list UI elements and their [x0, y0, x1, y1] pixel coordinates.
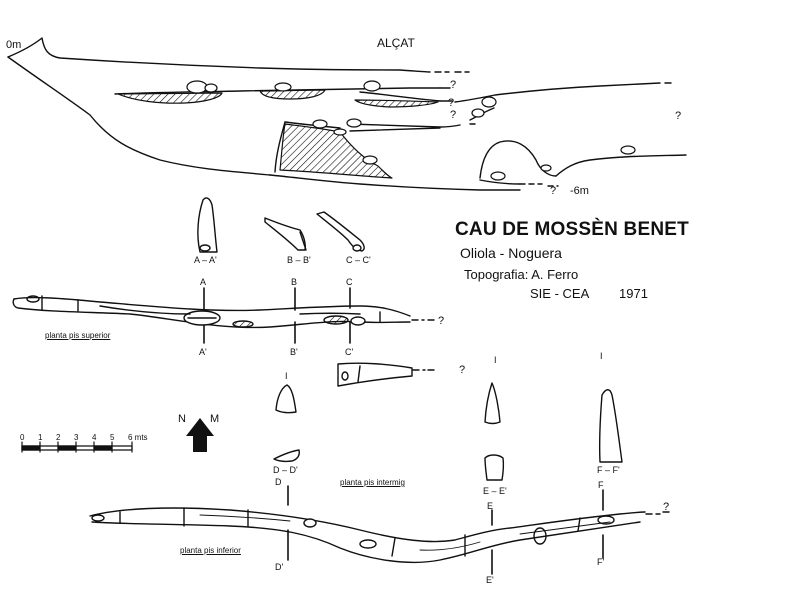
unknown-marker: ? [438, 315, 445, 327]
section-start-b: B [291, 277, 298, 287]
boulders [186, 80, 636, 181]
north-label-m: M [210, 413, 220, 425]
unknown-marker: ? [663, 501, 670, 513]
elevation-hatching [117, 89, 439, 179]
section-end-d: D' [275, 562, 284, 572]
plan-label-middle: planta pis intermig [340, 478, 405, 487]
north-arrow-icon [186, 418, 214, 452]
section-start-c: C [346, 277, 353, 287]
survey-organization: SIE - CEA [530, 286, 590, 301]
elevation-profile [7, 37, 687, 191]
section-label-ff: F – F' [597, 465, 620, 475]
section-end-b: B' [290, 347, 298, 357]
scale-tick-label: 3 [74, 433, 79, 442]
upper-floor-plan [12, 295, 439, 329]
unknown-marker: ? [448, 97, 455, 109]
elevation-label: ALÇAT [377, 36, 415, 50]
plan-label-upper: planta pis superior [45, 331, 111, 340]
section-end-f: F' [597, 557, 605, 567]
scale-tick-label: 2 [56, 433, 61, 442]
scale-tick-label: 1 [38, 433, 43, 442]
middle-profile [337, 362, 439, 387]
scale-bar [21, 441, 133, 453]
section-start-a: A [200, 277, 207, 287]
unknown-marker: ? [550, 185, 557, 197]
section-label-dd: D – D' [273, 465, 298, 475]
section-label-ee: E – E' [483, 486, 507, 496]
section-start-e: E [487, 501, 494, 511]
unknown-marker: ? [450, 109, 457, 121]
lower-floor-plan [89, 507, 672, 564]
plan-label-lower: planta pis inferior [180, 546, 241, 555]
section-marker-d: I [285, 371, 288, 381]
scale-tick-label: 4 [92, 433, 97, 442]
section-label-bb: B – B' [287, 255, 311, 265]
scale-tick-label: 6 mts [128, 433, 148, 442]
section-label-cc: C – C' [346, 255, 371, 265]
survey-title: CAU DE MOSSÈN BENET [455, 219, 689, 240]
section-end-c: C' [345, 347, 354, 357]
elevation-bottom-depth: -6m [570, 185, 589, 197]
survey-location: Oliola - Noguera [460, 245, 562, 261]
section-start-f: F [598, 480, 604, 490]
section-end-a: A' [199, 347, 207, 357]
survey-year: 1971 [619, 286, 648, 301]
section-marker-e: I [494, 355, 497, 365]
section-start-d: D [275, 477, 282, 487]
survey-author: Topografia: A. Ferro [464, 267, 579, 282]
section-end-e: E' [486, 575, 494, 585]
north-label-n: N [178, 413, 186, 425]
unknown-marker: ? [675, 110, 682, 122]
section-label-aa: A – A' [194, 255, 217, 265]
unknown-marker: ? [450, 79, 457, 91]
unknown-marker: ? [459, 364, 466, 376]
cross-sections [197, 197, 623, 481]
scale-tick-label: 5 [110, 433, 115, 442]
section-marker-f: I [600, 351, 603, 361]
scale-tick-label: 0 [20, 433, 25, 442]
elevation-top-depth: 0m [6, 39, 22, 51]
